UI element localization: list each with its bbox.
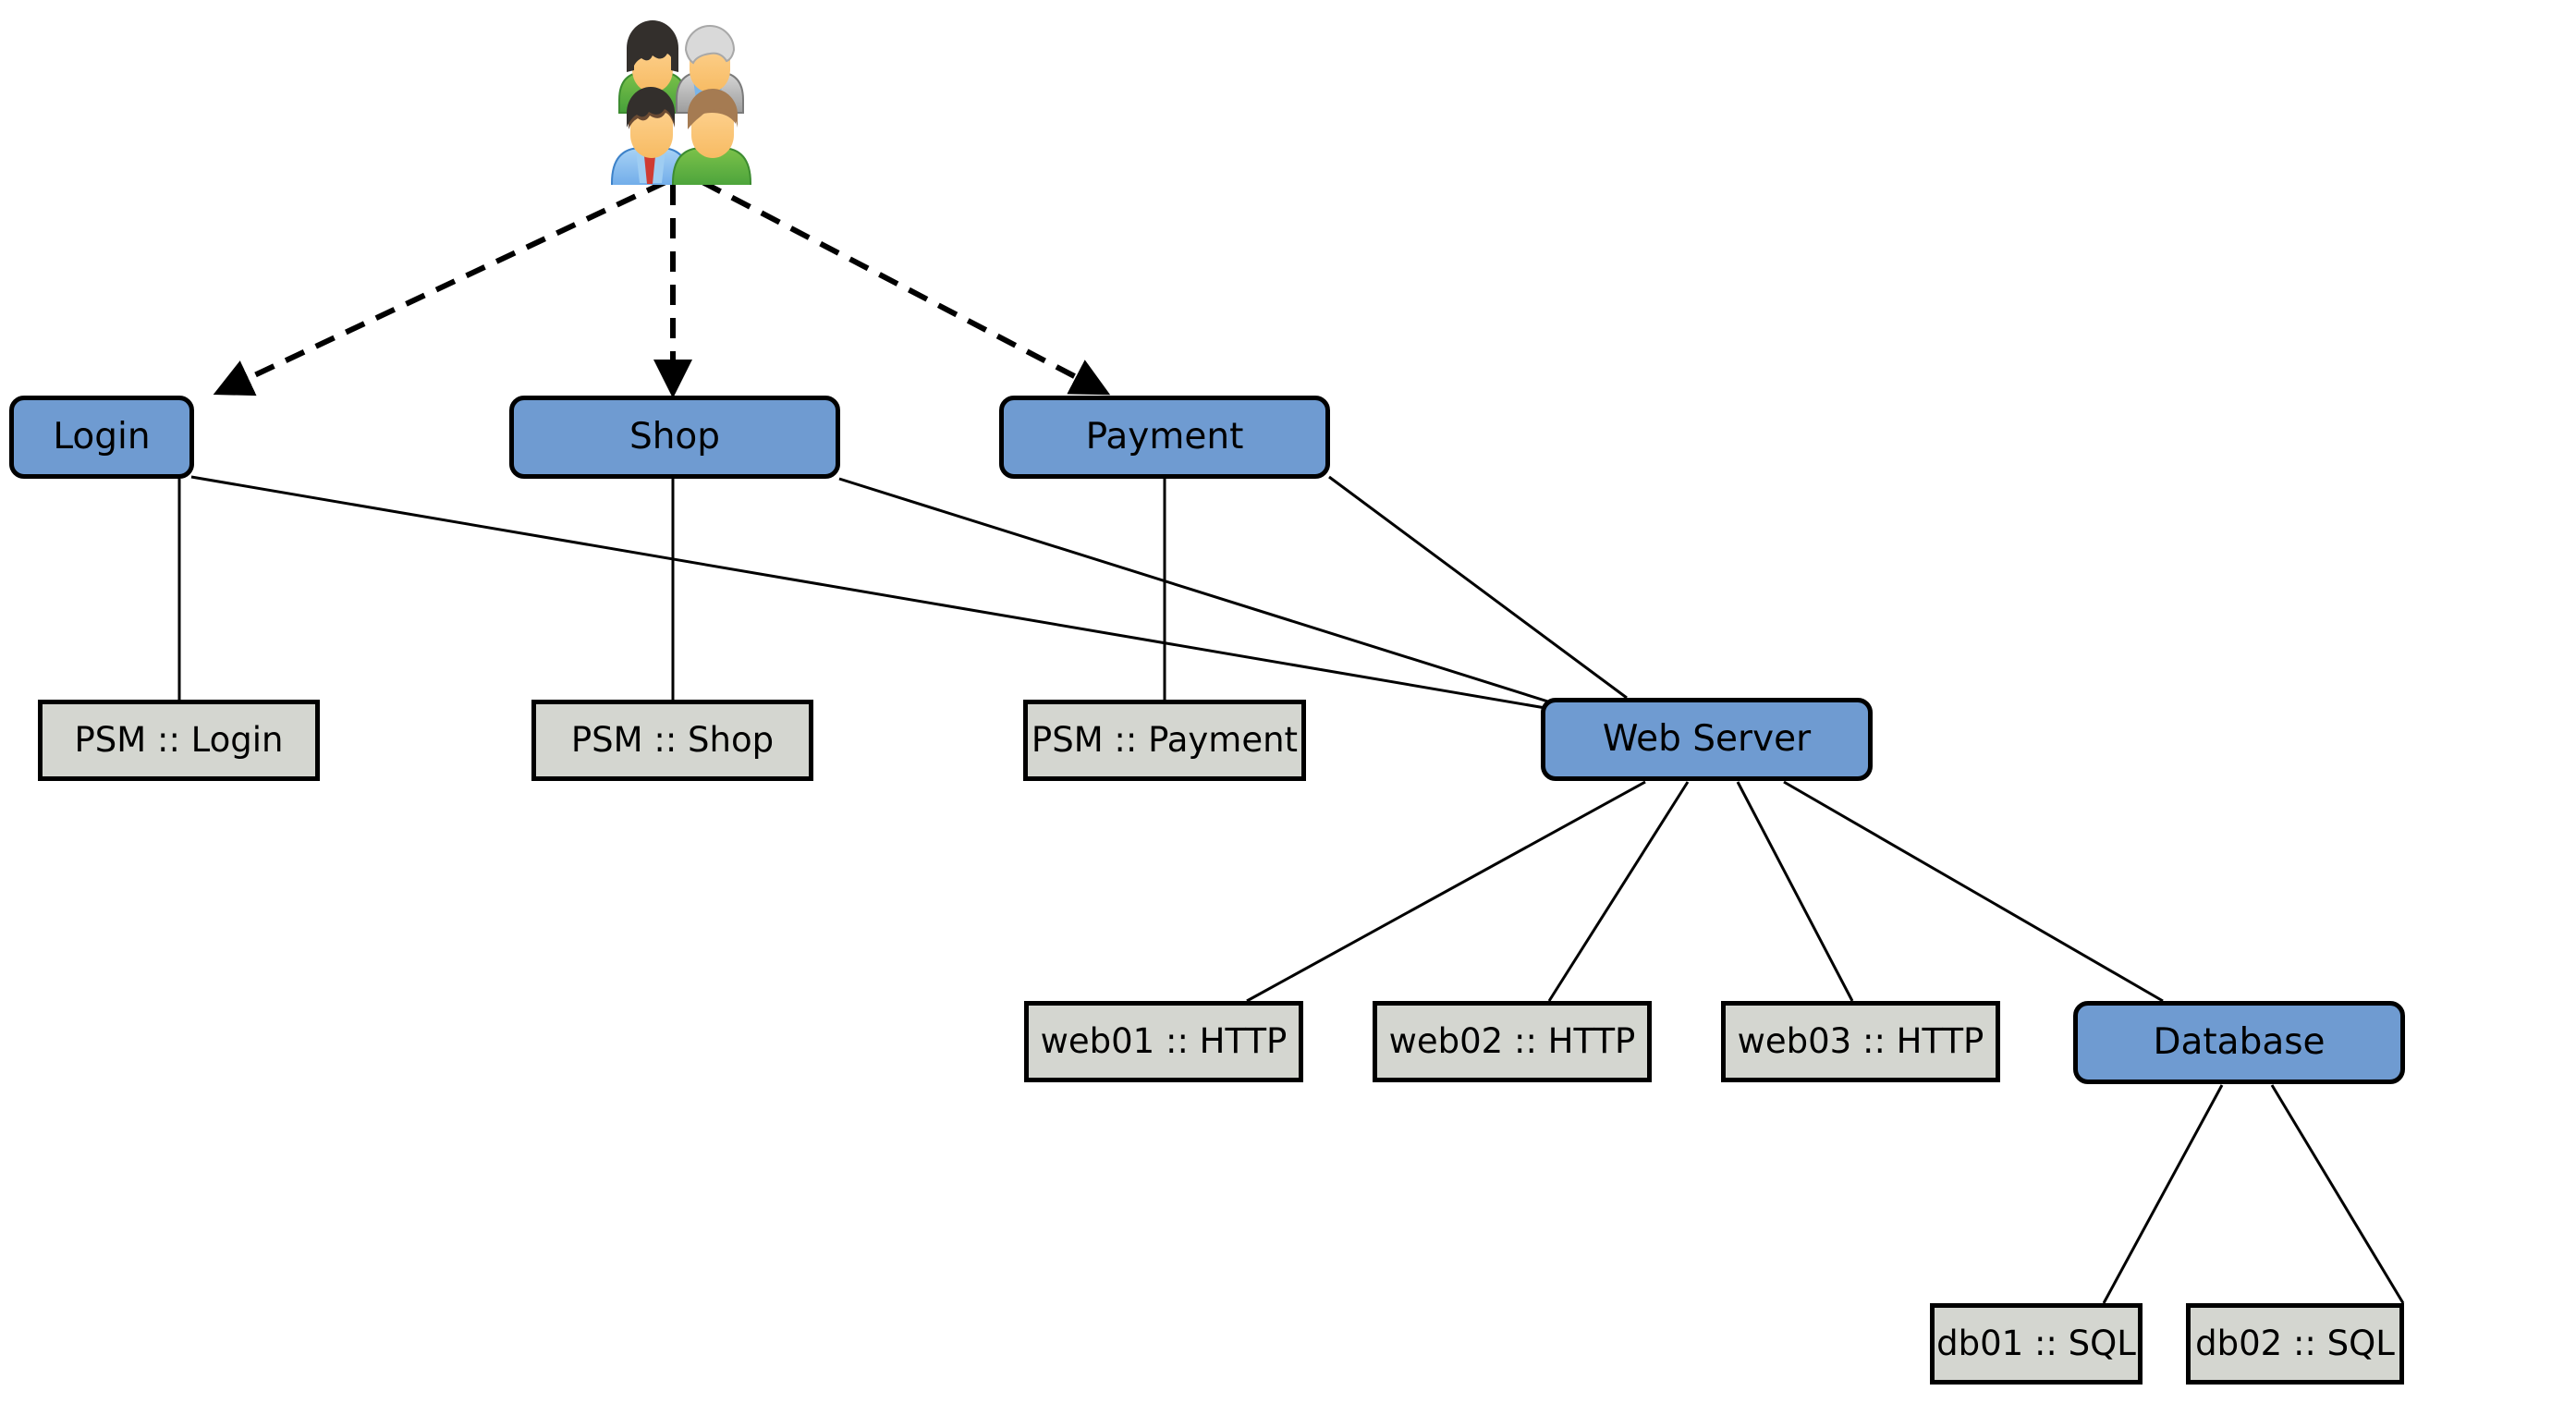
node-web03[interactable]: web03 :: HTTP	[1721, 1001, 2000, 1082]
node-payment[interactable]: Payment	[999, 396, 1330, 479]
node-web02[interactable]: web02 :: HTTP	[1373, 1001, 1652, 1082]
users-group-icon	[592, 9, 758, 191]
node-label: web03 :: HTTP	[1737, 1020, 1984, 1061]
node-label: Payment	[1085, 415, 1244, 458]
edge-database-db02	[2270, 1084, 2405, 1304]
node-label: Web Server	[1602, 717, 1812, 760]
node-label: Shop	[629, 415, 721, 458]
edge-actor-login	[213, 179, 667, 396]
node-db02[interactable]: db02 :: SQL	[2186, 1303, 2404, 1385]
node-label: web02 :: HTTP	[1388, 1020, 1636, 1061]
node-database[interactable]: Database	[2073, 1001, 2405, 1084]
node-psm_payment[interactable]: PSM :: Payment	[1023, 700, 1306, 781]
edge-webserver-web01	[1246, 780, 1646, 1003]
node-label: Database	[2153, 1020, 2326, 1063]
node-login[interactable]: Login	[9, 396, 194, 479]
edge-actor-payment	[701, 179, 1111, 396]
edge-webserver-web02	[1547, 781, 1690, 1002]
edge-webserver-database	[1783, 780, 2164, 1003]
node-web_server[interactable]: Web Server	[1541, 698, 1873, 781]
edge-database-db01	[2102, 1084, 2224, 1304]
node-label: PSM :: Payment	[1031, 719, 1299, 760]
edge-login-webserver	[190, 475, 1546, 710]
node-label: PSM :: Shop	[570, 719, 775, 760]
node-label: PSM :: Login	[74, 719, 284, 760]
node-web01[interactable]: web01 :: HTTP	[1024, 1001, 1303, 1082]
node-label: db02 :: SQL	[2195, 1323, 2395, 1363]
node-shop[interactable]: Shop	[509, 396, 840, 479]
edge-payment-webserver	[1328, 475, 1628, 700]
node-psm_login[interactable]: PSM :: Login	[38, 700, 320, 781]
node-label: Login	[53, 415, 151, 458]
edge-webserver-web03	[1736, 781, 1854, 1002]
node-db01[interactable]: db01 :: SQL	[1930, 1303, 2143, 1385]
edge-shop-webserver	[838, 477, 1552, 704]
node-psm_shop[interactable]: PSM :: Shop	[531, 700, 813, 781]
node-label: web01 :: HTTP	[1040, 1020, 1288, 1061]
node-label: db01 :: SQL	[1936, 1323, 2136, 1363]
